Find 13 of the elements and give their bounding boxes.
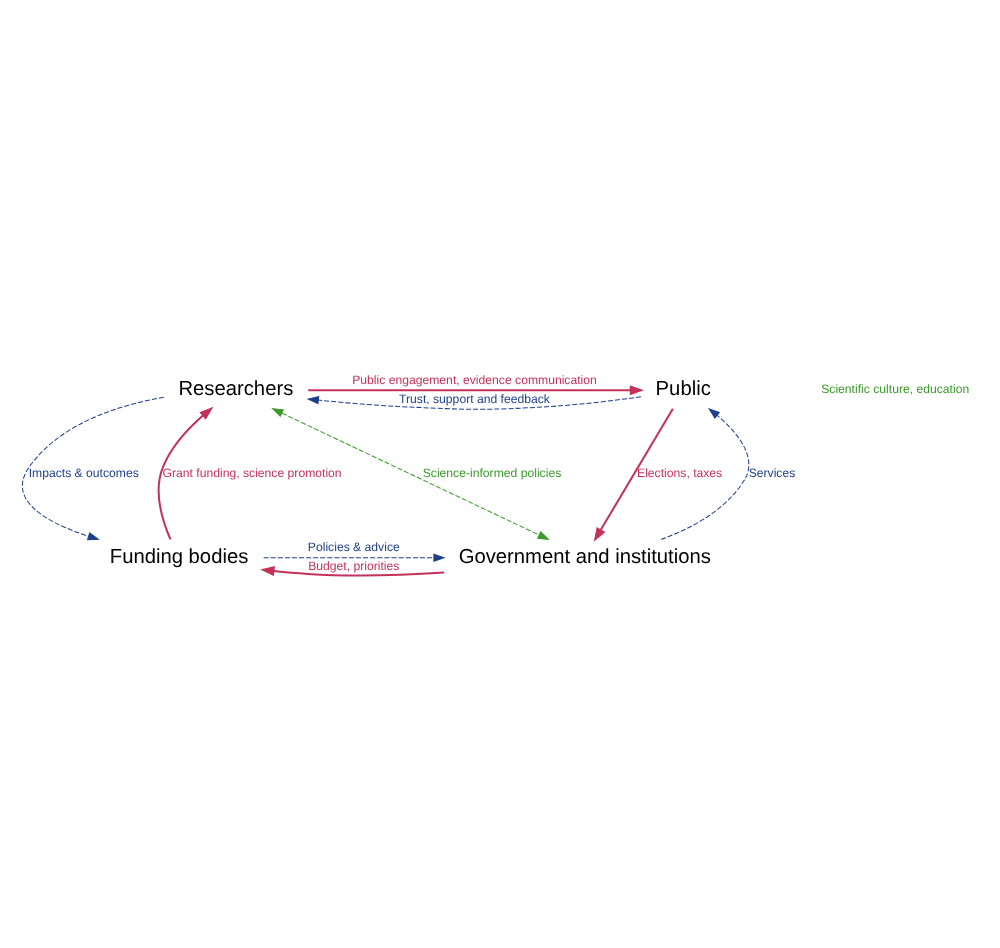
node-text: Public bbox=[655, 379, 711, 402]
arrow bbox=[593, 408, 674, 542]
arrow bbox=[308, 385, 644, 396]
node-text: Funding bodies bbox=[109, 546, 249, 569]
arrow bbox=[271, 408, 550, 541]
node-text: Researchers bbox=[178, 379, 294, 402]
arrow bbox=[660, 407, 750, 540]
arrow bbox=[157, 406, 214, 540]
arrow bbox=[22, 396, 165, 541]
arrow bbox=[260, 566, 445, 577]
arrow bbox=[306, 395, 642, 410]
arrow bbox=[263, 553, 446, 562]
node-text: Government and institutions bbox=[458, 546, 711, 569]
